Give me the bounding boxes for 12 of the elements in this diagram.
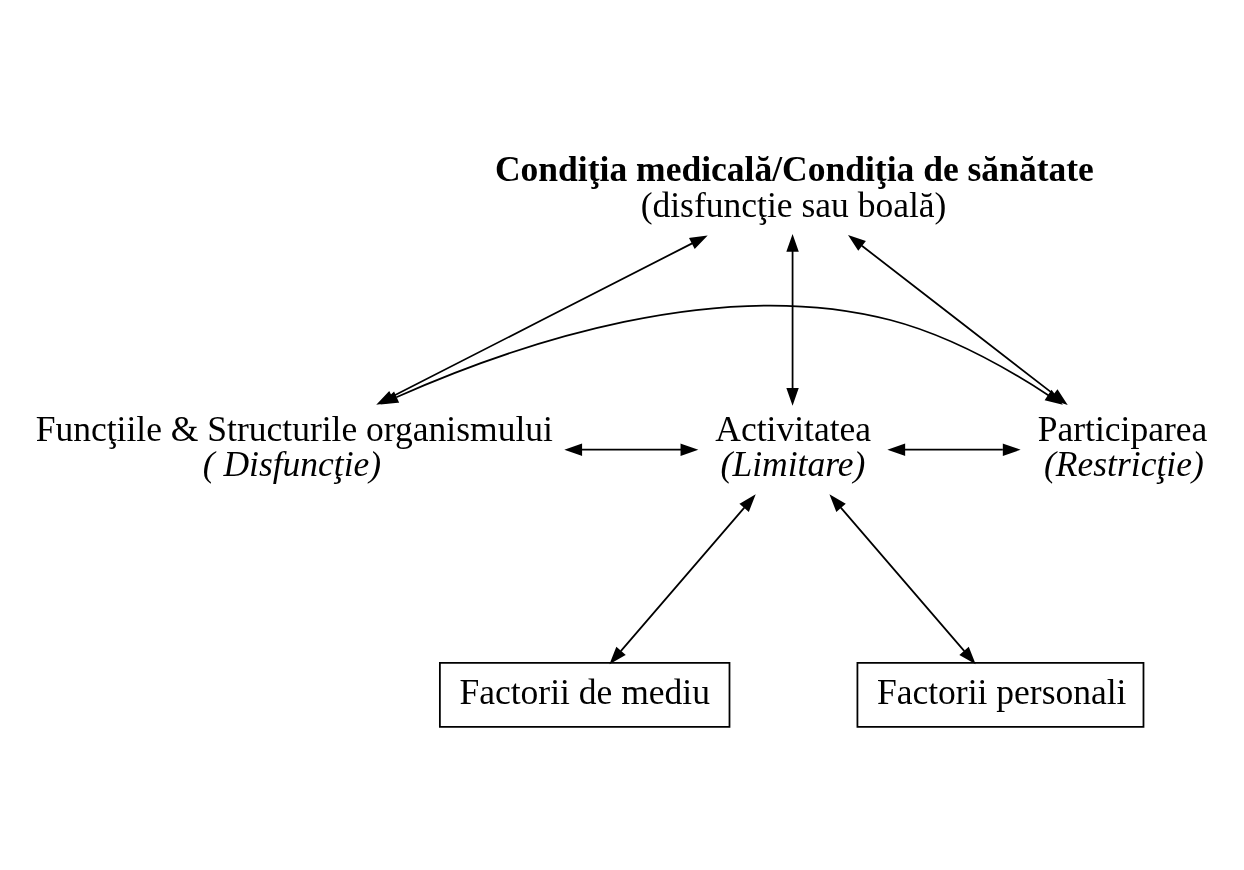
node-box: Factorii personali	[856, 661, 1145, 728]
node-text: Activitatea (Limitare)	[715, 408, 872, 484]
arrow	[380, 304, 1063, 405]
node-text: Condiţia medicală/Condiţia de sănătate (disfuncţie sau boală)	[494, 148, 1094, 225]
arrow	[609, 493, 756, 664]
arrow	[887, 443, 1021, 456]
arrow	[829, 493, 976, 664]
node-box: Factorii de mediu	[439, 661, 731, 728]
node-text: Funcţiile & Structurile organismului ( Disfuncţie)	[35, 408, 553, 484]
arrow	[564, 443, 699, 456]
arrow	[786, 233, 799, 406]
node-text: Participarea (Restricţie)	[1037, 408, 1208, 484]
